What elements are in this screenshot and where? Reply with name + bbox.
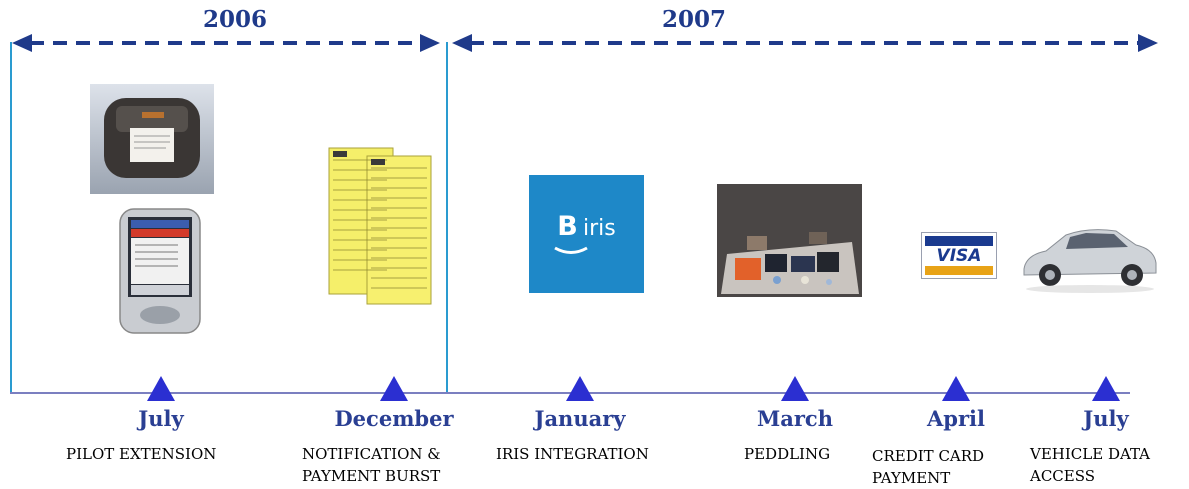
visa-logo-text: VISA <box>936 246 982 266</box>
visa-card-logo: VISA <box>921 232 997 279</box>
desc-line: IRIS INTEGRATION <box>496 445 649 463</box>
year-2006-span-arrow <box>12 34 440 52</box>
marker-july-2007 <box>1092 376 1120 401</box>
divider-middle <box>446 42 448 394</box>
desc-line: VEHICLE DATA <box>1030 445 1150 463</box>
milestone-month-march-2007: March <box>757 406 833 431</box>
vehicle-car-image <box>1016 213 1160 302</box>
desc-line: PILOT EXTENSION <box>66 445 217 463</box>
desc-line: CREDIT CARD <box>872 447 985 465</box>
marker-december-2006 <box>380 376 408 401</box>
desc-line: PAYMENT BURST <box>302 467 441 485</box>
year-label-2006: 2006 <box>203 6 268 33</box>
year-label-2007: 2007 <box>662 6 727 33</box>
peddling-goods-image <box>717 184 862 297</box>
milestone-month-july-2006: July <box>138 406 184 431</box>
marker-july-2006 <box>147 376 175 401</box>
marker-april-2007 <box>942 376 970 401</box>
pda-device-image <box>118 207 202 335</box>
desc-line: ACCESS <box>1030 467 1096 485</box>
desc-line: PAYMENT <box>872 469 951 487</box>
milestone-desc-pilot-extension: PILOT EXTENSION <box>66 443 216 465</box>
desc-line: NOTIFICATION & <box>302 445 441 463</box>
mobile-printer-image <box>90 84 214 194</box>
desc-line: PEDDLING <box>744 445 831 463</box>
milestone-desc-notification-payment: NOTIFICATION & PAYMENT BURST <box>302 443 441 487</box>
iris-logo-text: iris <box>582 216 616 241</box>
milestone-desc-vehicle-data-access: VEHICLE DATA ACCESS <box>1030 443 1150 487</box>
iris-logo-letter: B <box>557 211 578 242</box>
payment-forms-image <box>325 146 435 308</box>
iris-logo: B iris <box>529 175 644 293</box>
divider-left <box>10 42 12 394</box>
milestone-month-april-2007: April <box>927 406 985 431</box>
milestone-month-january-2007: January <box>534 406 626 431</box>
year-2007-span-arrow <box>452 34 1158 52</box>
milestone-desc-iris-integration: IRIS INTEGRATION <box>496 443 649 465</box>
milestone-desc-credit-card-payment: CREDIT CARD PAYMENT <box>872 445 984 489</box>
milestone-desc-peddling: PEDDLING <box>744 443 830 465</box>
milestone-month-july-2007: July <box>1083 406 1129 431</box>
marker-march-2007 <box>781 376 809 401</box>
milestone-month-december-2006: December <box>334 406 454 431</box>
marker-january-2007 <box>566 376 594 401</box>
